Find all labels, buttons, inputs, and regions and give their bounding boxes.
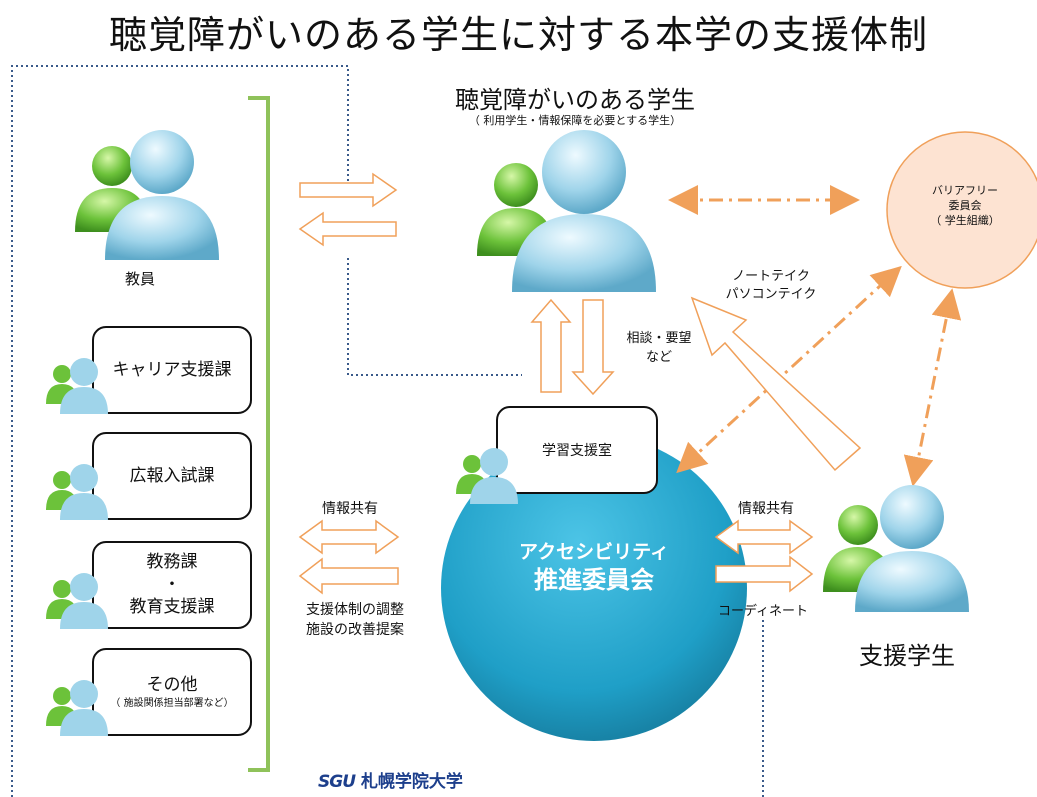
dept-person-icon [46,358,108,414]
support-student-person-icon [823,485,969,612]
university-logo: SGU 札幌学院大学 [318,767,463,792]
support-student-label: 支援学生 [859,642,955,670]
faculty-exchange-arrows [298,172,398,247]
dept-separator: ・ [163,574,181,595]
committee-line1: アクセシビリティ [519,541,669,563]
right-info-share-label: 情報共有 [738,501,794,517]
consult-line1: 相談・要望 [626,331,692,346]
committee-circle [441,435,747,741]
dept-academic-affairs: 教務課 ・ 教育支援課 [92,541,252,629]
note-take-label: ノートテイク パソコンテイク [716,268,826,303]
coordinate-label: コーディネート [717,604,809,619]
committee-label: アクセシビリティ 推進委員会 [470,540,718,596]
note-take-line2: パソコンテイク [725,286,817,302]
consult-label: 相談・要望 など [614,330,704,368]
left-coordination-line2: 施設の改善提案 [306,622,404,639]
faculty-label: 教員 [124,270,155,288]
dept-pr-admissions: 広報入試課 [92,432,252,520]
student-subtitle: （ 利用学生・情報保障を必要とする学生） [468,114,682,127]
logo-mark: SGU [318,772,356,792]
consult-line2: など [645,349,672,365]
right-info-arrows [714,519,814,593]
committee-line2: 推進委員会 [534,565,654,594]
barrier-free-line1: バリアフリー [932,184,998,197]
dept-note: （ 施設関係担当部署など） [110,697,234,709]
dept-label-2: 教育支援課 [129,597,215,618]
page-title: 聴覚障がいのある学生に対する本学の支援体制 [108,13,928,57]
dept-label: 広報入試課 [129,465,215,486]
logo-name: 札幌学院大学 [360,772,463,792]
consult-arrows [530,298,615,396]
bracket [248,96,270,772]
learning-support-label: 学習支援室 [542,443,612,459]
dept-label: その他 [146,674,198,695]
learning-support-person-icon [456,448,518,504]
barrier-free-line2: 委員会 [948,198,982,212]
barrier-free-label: バリアフリー 委員会 （ 学生組織） [895,184,1035,229]
dept-person-icon [46,680,108,736]
dept-label: キャリア支援課 [112,359,232,380]
dept-person-icon [46,573,108,629]
dept-label: 教務課 [146,551,198,572]
dotted-boundary [11,65,764,797]
student-person-icon [477,130,656,292]
dept-person-icon [46,464,108,520]
learning-support-box: 学習支援室 [496,406,658,494]
dept-other: その他 （ 施設関係担当部署など） [92,648,252,736]
barrier-free-circle [886,131,1037,289]
student-title: 聴覚障がいのある学生 [455,86,695,114]
note-take-line1: ノートテイク [732,269,810,284]
left-info-share-label: 情報共有 [322,501,378,517]
note-take-arrow [690,296,862,472]
left-coordination-line1: 支援体制の調整 [306,602,404,618]
dash-dot-arrows [668,185,962,487]
left-coordination-label: 支援体制の調整 施設の改善提案 [285,600,425,641]
left-info-arrows [298,519,400,595]
dept-person-icons [46,358,108,736]
faculty-person-icon [75,130,219,260]
dept-career-support: キャリア支援課 [92,326,252,414]
barrier-free-line3: （ 学生組織） [930,213,1000,227]
